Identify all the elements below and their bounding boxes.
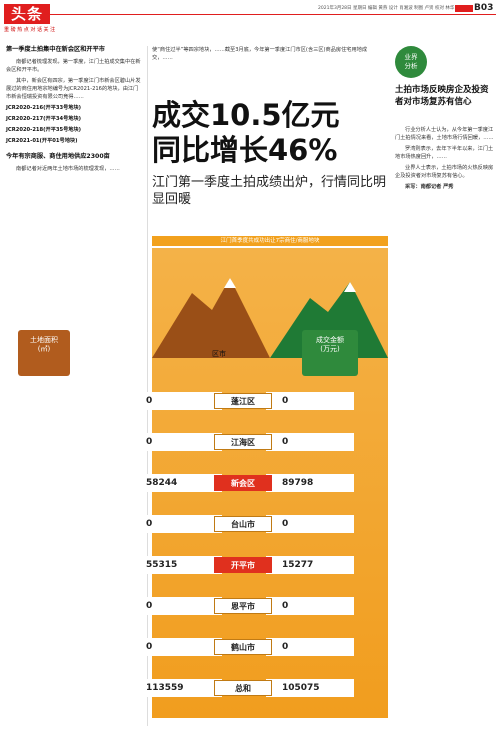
paragraph: 行业分析人士认为，从今年第一季度江门土拍情况来看，土地市场行情回暖，……: [395, 127, 494, 141]
land-area-value: 0: [140, 392, 222, 410]
infographic-title: 江门首季度共成功出让7宗商住/商服地块: [152, 236, 388, 246]
land-area-value: 0: [140, 638, 222, 656]
paragraph: 其中，新会区有四宗，第一季度江门市新会区碧山片发展过的商住用地宗地编号为JCR2…: [6, 78, 141, 100]
deal-amount-value: 0: [266, 392, 354, 410]
project-name: JCR2021-01(开平01号地块): [6, 138, 78, 144]
region-name: 蓬江区: [214, 393, 272, 409]
deal-amount-value: 0: [266, 433, 354, 451]
mountain-illustration: [152, 278, 388, 358]
region-name: 恩平市: [214, 598, 272, 614]
land-area-value: 0: [140, 433, 222, 451]
region-name: 新会区: [214, 475, 272, 491]
deal-amount-label-text: 成交金额 (万元): [316, 336, 344, 353]
region-name: 开平市: [214, 557, 272, 573]
deal-amount-value: 0: [266, 638, 354, 656]
paragraph: 罗湾则表示，去年下半年以来，江门土地市场热度回升，……: [395, 146, 494, 160]
land-area-value: 0: [140, 597, 222, 615]
land-area-value: 113559: [140, 679, 222, 697]
deal-amount-value: 89798: [266, 474, 354, 492]
deal-amount-value: 15277: [266, 556, 354, 574]
project-name: JCR2020-217(开平34号地块): [6, 116, 82, 122]
right-column: 行业分析人士认为，从今年第一季度江门土拍情况来看，土地市场行情回暖，…… 罗湾则…: [395, 126, 495, 194]
headline-line: 成交10.5亿元: [152, 98, 340, 132]
paragraph: 南都记者对近两年土地市场的梳理发现，……: [16, 166, 120, 172]
page-tag: [455, 5, 473, 12]
land-area-label-text: 土地面积 (㎡): [30, 336, 58, 353]
masthead-slogan: 重 磅 热 点 对 话 关 注: [4, 27, 56, 33]
section-title: 第一季度土拍集中在新会区和开平市: [6, 46, 105, 53]
section-title: 今年有宗商服、商住用地供应2300亩: [6, 153, 110, 160]
region-name: 江海区: [214, 434, 272, 450]
deal-amount-value: 0: [266, 515, 354, 533]
land-area-value: 55315: [140, 556, 222, 574]
region-name: 总和: [214, 680, 272, 696]
right-column-title: 土拍市场反映房企及投资者对市场复苏有信心: [395, 85, 489, 107]
paragraph: 使“商住过半”等四宗地块，……截至3月底，今年第一季度江门市区(含三区)商品房住…: [152, 47, 368, 61]
paragraph: 业界人士表示，土拍市场的火热反映房企及投资者对市场复苏有信心。: [395, 165, 494, 179]
region-label: 区市: [212, 350, 226, 358]
subheadline: 江门第一季度土拍成绩出炉，行情同比明显回暖: [152, 175, 387, 207]
deal-amount-value: 0: [266, 597, 354, 615]
paragraph: 南都记者梳理发现，第一季度，江门土拍成交集中在新会区和开平市。: [6, 59, 141, 73]
land-area-value: 0: [140, 515, 222, 533]
page-number: B03: [474, 3, 494, 13]
region-name: 台山市: [214, 516, 272, 532]
intro-text: 使“商住过半”等四宗地块，……截至3月底，今年第一季度江门市区(含三区)商品房住…: [152, 46, 384, 62]
column-divider: [147, 46, 148, 726]
header-rule: [4, 14, 496, 15]
byline: 采写：南都记者 严秀: [405, 184, 454, 190]
deal-amount-label: 成交金额 (万元): [302, 330, 358, 376]
land-area-value: 58244: [140, 474, 222, 492]
headline-line: 同比增长46%: [152, 133, 338, 167]
land-area-label: 土地面积 (㎡): [18, 330, 70, 376]
dateline: 2021年3月28日 星期日 编辑 黄燕 设计 肖湘波 制图 卢贤 校对 林华: [318, 6, 455, 11]
analysis-badge: 业界 分析: [395, 46, 427, 78]
analysis-badge-text: 业界 分析: [404, 53, 418, 70]
project-name: JCR2020-218(开平35号地块): [6, 127, 82, 133]
left-column: 第一季度土拍集中在新会区和开平市 南都记者梳理发现，第一季度，江门土拍成交集中在…: [6, 46, 142, 176]
deal-amount-value: 105075: [266, 679, 354, 697]
region-name: 鹤山市: [214, 639, 272, 655]
headline: 成交10.5亿元 同比增长46%: [152, 98, 392, 168]
project-name: JCR2020-216(开平33号地块): [6, 105, 82, 111]
